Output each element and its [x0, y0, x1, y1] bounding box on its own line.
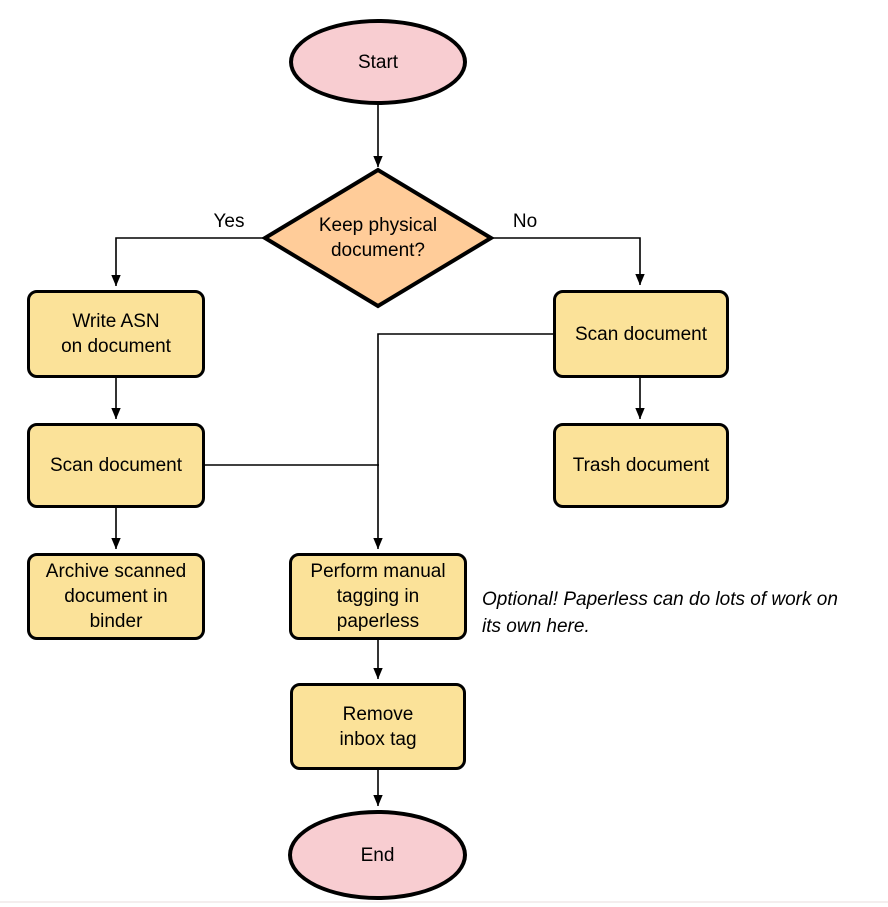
- note-optional-paperless: Optional! Paperless can do lots of work …: [482, 589, 838, 637]
- edge-label-yes: Yes: [205, 211, 253, 233]
- edge-decision-no-to-scan-right: [490, 237, 645, 286]
- node-scan-right-label: Scan document: [574, 323, 708, 345]
- page-bottom-divider: [0, 901, 888, 903]
- node-scan-left: Scan document: [27, 423, 205, 508]
- node-scan-right: Scan document: [553, 290, 729, 378]
- edge-scan-right-to-tagging: [373, 333, 553, 550]
- node-start: Start: [289, 19, 467, 105]
- node-end: End: [288, 810, 467, 900]
- node-end-label: End: [360, 844, 395, 866]
- node-trash: Trash document: [553, 423, 729, 508]
- edge-label-no: No: [503, 211, 547, 233]
- node-scan-left-label: Scan document: [49, 455, 183, 476]
- edge-decision-yes-to-write-asn: [111, 237, 266, 287]
- decision-diamond-shape: [261, 167, 495, 309]
- node-trash-label: Trash document: [572, 455, 710, 476]
- node-start-label: Start: [357, 51, 399, 73]
